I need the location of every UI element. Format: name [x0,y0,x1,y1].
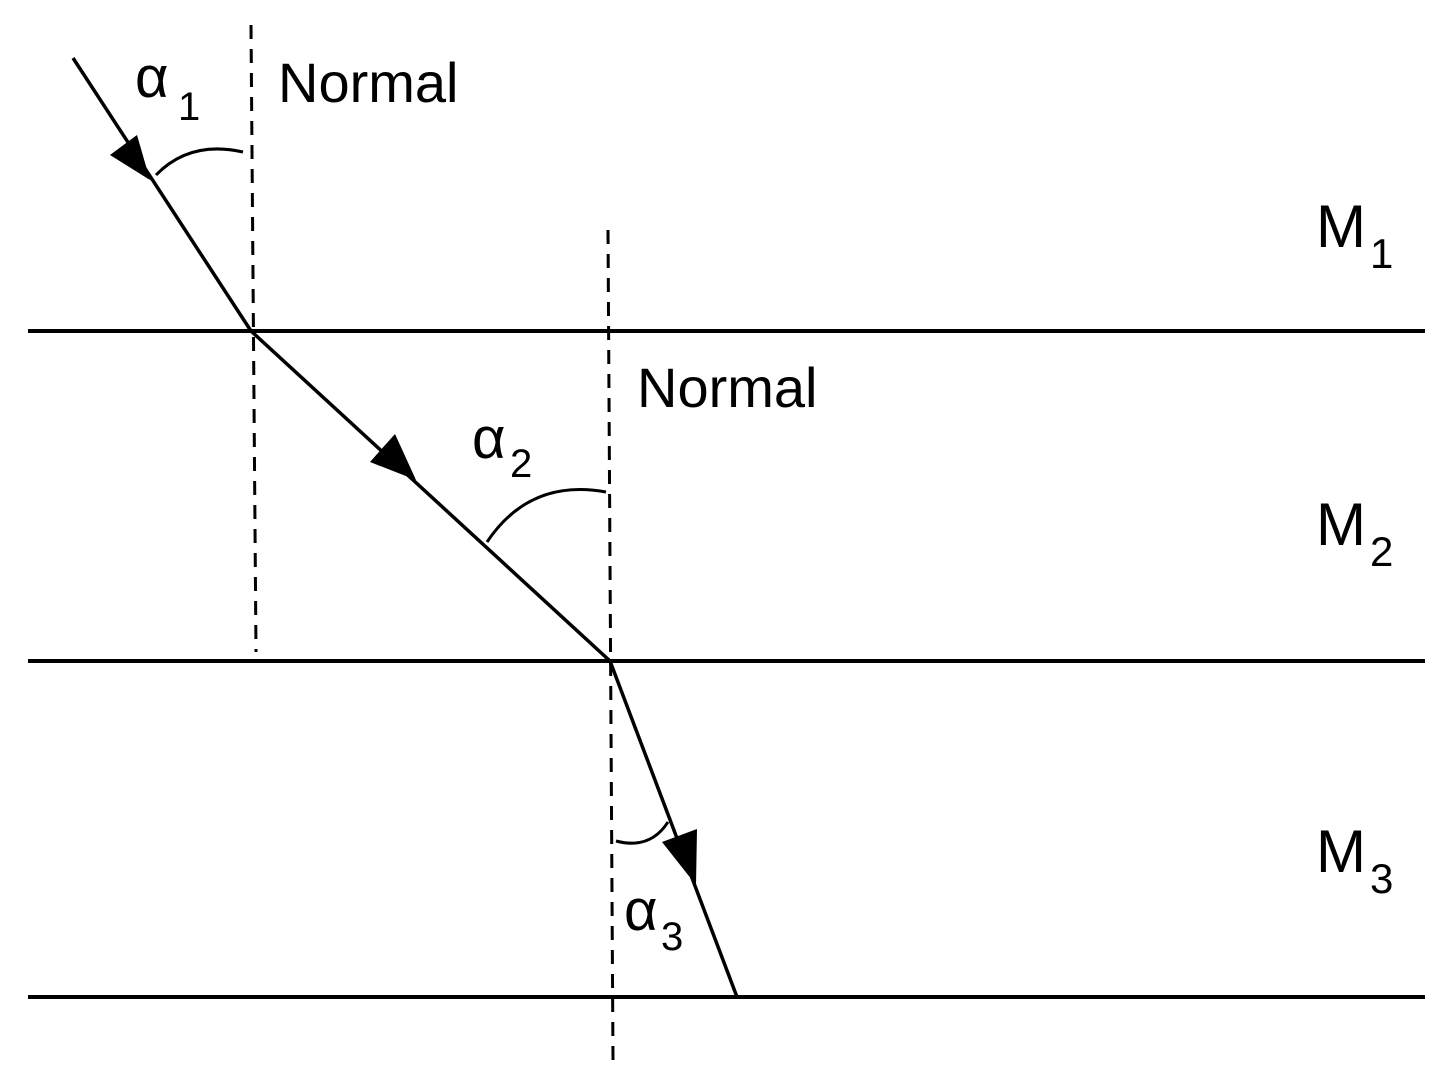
medium-label-m2: M 2 [1316,491,1393,575]
angle-arc-alpha-3 [615,821,670,845]
ray-arrowhead-3 [662,829,697,885]
medium-symbol: M [1316,193,1366,260]
normal-label-1: Normal [278,51,458,114]
angle-label-alpha-3: α 3 [624,878,683,959]
angle-symbol: α [624,878,658,943]
medium-symbol: M [1316,491,1366,558]
angle-arc-alpha-2 [485,488,607,543]
angle-subscript: 1 [178,85,200,129]
incident-ray [71,57,253,332]
medium-label-m1: M 1 [1316,193,1393,277]
angle-label-alpha-1: α 1 [135,45,200,129]
angle-arc-alpha-1 [154,147,244,177]
ray-arrowhead-2 [370,434,416,480]
angle-subscript: 2 [510,442,532,486]
refracted-ray-medium-2 [249,329,612,663]
normal-line-2 [606,229,615,1061]
normal-line-1 [249,24,258,653]
medium-subscript: 3 [1370,855,1393,902]
angle-symbol: α [135,45,169,110]
angle-symbol: α [472,406,506,471]
angle-subscript: 3 [661,915,683,959]
medium-symbol: M [1316,818,1366,885]
normal-label-2: Normal [637,356,817,419]
ray-arrowhead-1 [110,135,150,180]
refracted-ray-medium-3 [608,660,739,998]
medium-label-m3: M 3 [1316,818,1393,902]
medium-subscript: 1 [1370,230,1393,277]
medium-subscript: 2 [1370,528,1393,575]
angle-label-alpha-2: α 2 [472,406,532,486]
